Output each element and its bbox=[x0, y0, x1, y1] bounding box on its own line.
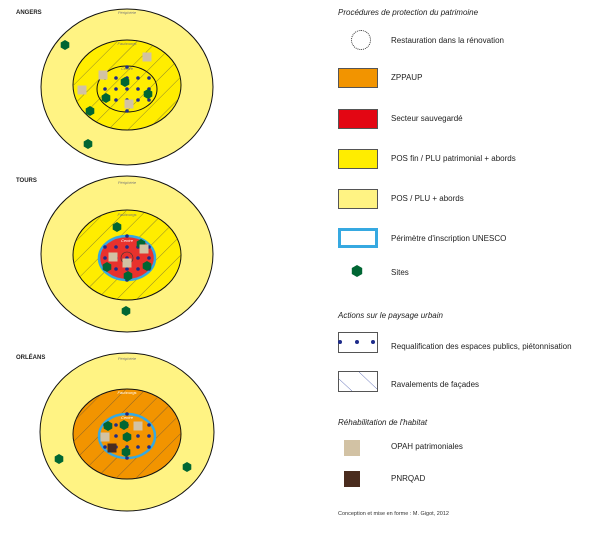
legend-label: PNRQAD bbox=[391, 474, 426, 483]
site-icon bbox=[83, 139, 93, 149]
legend-label: Ravalements de façades bbox=[391, 380, 480, 389]
site-icon bbox=[102, 262, 112, 272]
requalification-dot bbox=[114, 98, 118, 102]
requalification-dot bbox=[147, 423, 151, 427]
requalification-dot bbox=[136, 76, 140, 80]
requalification-dot bbox=[114, 267, 118, 271]
legend-label: POS fin / PLU patrimonial + abords bbox=[391, 154, 516, 163]
zone-label-periphery: Périphérie bbox=[118, 180, 137, 185]
requalification-dot bbox=[125, 267, 129, 271]
requalification-dot bbox=[147, 76, 151, 80]
opah-marker bbox=[77, 85, 87, 95]
requalification-dot bbox=[103, 87, 107, 91]
requalification-dot bbox=[125, 109, 129, 113]
hatch-swatch bbox=[338, 371, 378, 392]
legend-section-landscape: Actions sur le paysage urbain bbox=[338, 311, 443, 320]
requalification-dot bbox=[125, 456, 129, 460]
opah-marker bbox=[98, 70, 108, 80]
requalification-dot bbox=[147, 445, 151, 449]
requalification-dot bbox=[125, 234, 129, 238]
pnrqad-marker bbox=[107, 443, 117, 453]
secteur-swatch bbox=[338, 109, 378, 129]
zone-label-periphery: Périphérie bbox=[118, 356, 137, 361]
site-icon bbox=[143, 89, 153, 99]
legend-label: POS / PLU + abords bbox=[391, 194, 464, 203]
restoration-icon bbox=[351, 30, 371, 50]
requalification-dot bbox=[136, 256, 140, 260]
city-diagrams: Périphérie Faubourgs Centre Périphérie F… bbox=[39, 8, 215, 512]
site-icon bbox=[121, 447, 131, 457]
zone-label-center: Centre bbox=[121, 415, 134, 420]
zone-label-suburbs: Faubourgs bbox=[117, 212, 136, 217]
zone-label-suburbs: Faubourgs bbox=[117, 41, 136, 46]
requalification-dot bbox=[114, 76, 118, 80]
site-icon bbox=[121, 306, 131, 316]
legend-section-housing: Réhabilitation de l'habitat bbox=[338, 418, 428, 427]
requalification-dot bbox=[136, 98, 140, 102]
dots-group bbox=[103, 65, 151, 113]
zone-label-center: Centre bbox=[121, 238, 134, 243]
requalification-dot bbox=[114, 87, 118, 91]
site-icon bbox=[112, 222, 122, 232]
opah-marker bbox=[122, 258, 132, 268]
requalification-dot bbox=[125, 87, 129, 91]
posfin-swatch bbox=[338, 149, 378, 169]
opah-marker bbox=[133, 421, 143, 431]
requalification-dot bbox=[103, 256, 107, 260]
opah-marker bbox=[142, 52, 152, 62]
unesco-swatch bbox=[338, 228, 378, 248]
pnrqad-swatch bbox=[344, 471, 360, 487]
legend-label: Périmètre d'inscription UNESCO bbox=[391, 234, 507, 243]
requalification-dot bbox=[114, 434, 118, 438]
legend-label: Sites bbox=[391, 268, 409, 277]
requalification-dot bbox=[136, 87, 140, 91]
opah-marker bbox=[100, 432, 110, 442]
site-icon bbox=[123, 271, 133, 281]
requalification-dot bbox=[103, 245, 107, 249]
opah-marker bbox=[139, 244, 149, 254]
legend-label: OPAH patrimoniales bbox=[391, 442, 463, 451]
zppaup-swatch bbox=[338, 68, 378, 88]
requalification-dot bbox=[147, 98, 151, 102]
requalification-dot bbox=[125, 65, 129, 69]
site-icon bbox=[54, 454, 64, 464]
legend-label: Secteur sauvegardé bbox=[391, 114, 463, 123]
city-label-angers: ANGERS bbox=[16, 10, 42, 16]
legend-section-protection: Procédures de protection du patrimoine bbox=[338, 8, 479, 17]
requalification-dot bbox=[114, 423, 118, 427]
site-icon bbox=[85, 106, 95, 116]
dots-swatch bbox=[338, 332, 378, 353]
city-label-tours: TOURS bbox=[16, 178, 37, 184]
legend-label: ZPPAUP bbox=[391, 73, 423, 82]
site-icon bbox=[119, 420, 129, 430]
site-icon bbox=[103, 421, 113, 431]
requalification-dot bbox=[136, 445, 140, 449]
legend-label: Requalification des espaces publics, pié… bbox=[391, 342, 572, 351]
requalification-dot bbox=[147, 256, 151, 260]
requalification-dot bbox=[136, 434, 140, 438]
site-icon bbox=[182, 462, 192, 472]
requalification-dot bbox=[103, 445, 107, 449]
site-icon bbox=[122, 432, 132, 442]
diagram-angers: Périphérie Faubourgs Centre bbox=[40, 8, 214, 166]
site-icon bbox=[120, 77, 130, 87]
zone-label-periphery: Périphérie bbox=[118, 10, 137, 15]
pos-swatch bbox=[338, 189, 378, 209]
site-icon bbox=[101, 93, 111, 103]
requalification-dot bbox=[125, 412, 129, 416]
legend-label: Restauration dans la rénovation bbox=[391, 36, 504, 45]
requalification-dot bbox=[114, 245, 118, 249]
zone-label-suburbs: Faubourgs bbox=[117, 390, 136, 395]
credit: Conception et mise en forme : M. Gigot, … bbox=[338, 511, 449, 517]
requalification-dot bbox=[147, 434, 151, 438]
opah-marker bbox=[124, 99, 134, 109]
requalification-dot bbox=[136, 267, 140, 271]
city-label-orleans: ORLÉANS bbox=[16, 355, 46, 361]
sites-icon bbox=[351, 265, 363, 277]
opah-swatch bbox=[344, 440, 360, 456]
opah-marker bbox=[108, 252, 118, 262]
requalification-dot bbox=[125, 245, 129, 249]
site-icon bbox=[142, 261, 152, 271]
site-icon bbox=[60, 40, 70, 50]
